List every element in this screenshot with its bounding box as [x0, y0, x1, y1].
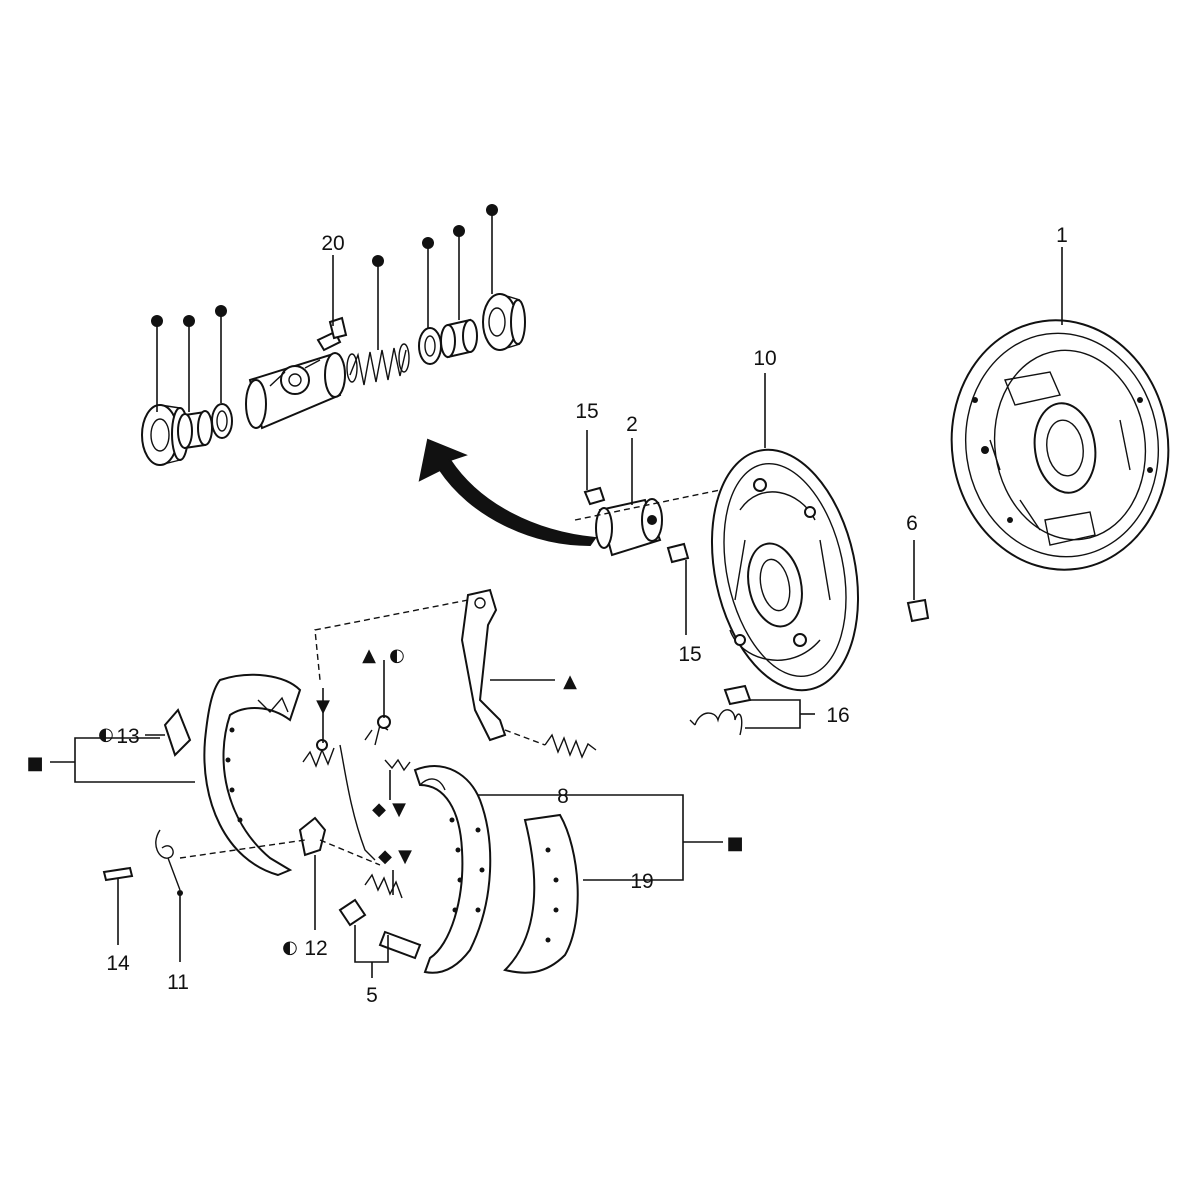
callout-5: 5	[366, 984, 378, 1007]
wheel-cylinder-exploded	[141, 204, 526, 466]
callout-8: 8	[557, 785, 569, 808]
half-circle-symbol-12: ◐	[282, 937, 298, 958]
boot-right	[482, 293, 526, 351]
half-circle-symbol-top: ◐	[389, 645, 405, 666]
brake-lining	[503, 813, 579, 974]
callout-labels: 1 2 5 6 8 10 11 12 13 14 15 15 16 19 20	[106, 224, 1068, 1007]
callout-10: 10	[753, 347, 776, 370]
callout-1: 1	[1056, 224, 1068, 247]
diamond-symbol-upper: ◆	[372, 799, 386, 820]
diamond-symbol-lower: ◆	[378, 846, 392, 867]
piston-left	[177, 410, 213, 450]
cylinder-spring	[346, 343, 410, 386]
backing-plate	[710, 373, 860, 692]
triangle-down-symbol-upper: ▼	[392, 799, 406, 820]
callout-6: 6	[906, 512, 918, 535]
bolt	[906, 540, 930, 623]
cylinder-body	[245, 352, 346, 430]
callout-14: 14	[106, 952, 130, 975]
triangle-down-symbol: ▼	[316, 696, 330, 717]
callout-16: 16	[826, 704, 849, 727]
hold-down-pin	[102, 866, 134, 945]
assembled-brake	[950, 247, 1170, 571]
spring-kit	[689, 684, 815, 736]
adjuster-springs	[179, 715, 422, 960]
cup-right	[418, 327, 442, 365]
callout-15-bottom: 15	[678, 643, 701, 666]
left-brake-shoe	[203, 673, 302, 877]
lower-leaders	[50, 660, 723, 978]
callout-11: 11	[167, 971, 189, 994]
shoe-return-bracket	[145, 708, 192, 757]
piston-right	[440, 318, 478, 359]
cup-left	[211, 403, 233, 439]
callout-12: 12	[304, 937, 327, 960]
right-brake-shoe	[413, 765, 492, 974]
callout-13: 13	[116, 725, 139, 748]
triangle-down-symbol-lower: ▼	[398, 846, 412, 867]
hold-down-spring	[155, 829, 183, 962]
square-symbol-left: ■	[26, 753, 43, 774]
half-circle-symbol-13: ◐	[98, 724, 114, 745]
callout-2: 2	[626, 413, 638, 436]
bleeder-screw	[316, 316, 348, 352]
callout-15-top: 15	[575, 400, 598, 423]
wheel-cylinder-leaders	[151, 204, 498, 412]
curved-arrow	[418, 438, 597, 547]
square-symbol-right: ■	[726, 833, 743, 854]
triangle-up-symbol-lever: ▲	[563, 671, 577, 692]
callout-19: 19	[630, 870, 653, 893]
parking-brake-lever	[314, 588, 555, 742]
wheel-cylinder-assembly	[574, 430, 721, 635]
callout-20: 20	[321, 232, 344, 255]
reference-symbols: ■ ■ ◐ ◐ ▲ ◐ ▼ ▲ ◆ ▼ ◆ ▼	[26, 645, 743, 958]
triangle-up-symbol-top: ▲	[362, 645, 376, 666]
lever-spring	[504, 729, 597, 759]
